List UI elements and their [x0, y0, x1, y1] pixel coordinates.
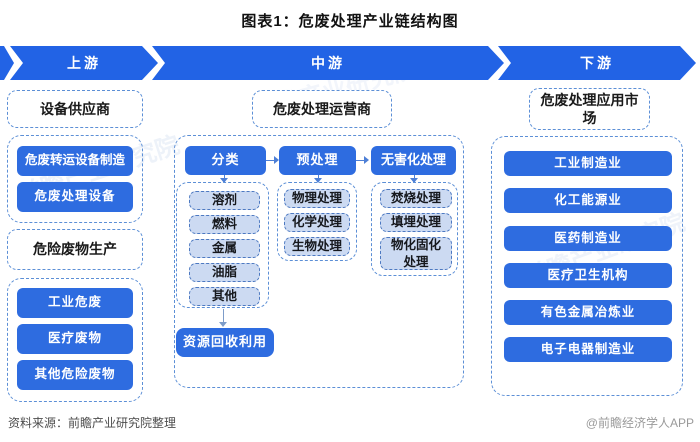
harmless-children-container	[371, 182, 458, 276]
arrow-right-icon	[356, 156, 369, 165]
market-node: 电子电器制造业	[504, 337, 672, 362]
supplier-label-box: 设备供应商	[7, 90, 143, 128]
arrow-down-icon	[410, 175, 419, 183]
harmless-chip: 填埋处理	[380, 213, 452, 232]
pretreatment-chip: 生物处理	[284, 237, 350, 256]
producer-label-box: 危险废物生产	[7, 229, 143, 270]
stage-node-classification: 分类	[185, 146, 266, 175]
classification-children-container	[176, 182, 269, 308]
banner-left-fragment	[0, 46, 14, 80]
pretreatment-chip: 化学处理	[284, 213, 350, 232]
banner-downstream: 下游	[498, 46, 696, 80]
arrow-down-icon	[219, 309, 228, 327]
market-label-box: 危废处理应用市场	[529, 88, 650, 130]
source-note: 资料来源：前瞻产业研究院整理	[8, 416, 177, 430]
arrow-down-icon	[314, 175, 323, 183]
producer-node: 医疗废物	[17, 324, 133, 354]
market-node: 医药制造业	[504, 226, 672, 251]
waste-type-chip: 燃料	[189, 215, 260, 234]
recycle-node: 资源回收利用	[176, 328, 274, 357]
banner-upstream: 上游	[10, 46, 158, 80]
pretreatment-chip: 物理处理	[284, 189, 350, 208]
equipment-node: 危废处理设备	[17, 182, 133, 212]
operator-label-box: 危废处理运营商	[252, 90, 392, 128]
market-node: 化工能源业	[504, 188, 672, 213]
harmless-chip: 物化固化处理	[380, 237, 452, 270]
arrow-right-icon	[266, 156, 279, 165]
producer-container	[7, 278, 143, 402]
downstream-container	[491, 136, 683, 396]
chart-title: 图表1：危废处理产业链结构图	[241, 13, 459, 30]
pretreatment-children-container	[277, 182, 357, 261]
waste-type-chip: 其他	[189, 287, 260, 306]
equipment-node: 危废转运设备制造	[17, 146, 133, 176]
market-node: 有色金属冶炼业	[504, 300, 672, 325]
credit-note: @前瞻经济学人APP	[585, 416, 694, 430]
waste-type-chip: 金属	[189, 239, 260, 258]
waste-type-chip: 溶剂	[189, 191, 260, 210]
harmless-chip: 焚烧处理	[380, 189, 452, 208]
stage-node-pretreatment: 预处理	[279, 146, 356, 175]
market-node: 医疗卫生机构	[504, 263, 672, 288]
equipment-container	[7, 135, 143, 223]
midstream-container	[174, 135, 464, 388]
market-node: 工业制造业	[504, 151, 672, 176]
banner-midstream: 中游	[152, 46, 504, 80]
producer-node: 其他危险废物	[17, 360, 133, 390]
stage-node-harmless: 无害化处理	[371, 146, 456, 175]
waste-type-chip: 油脂	[189, 263, 260, 282]
arrow-down-icon	[220, 175, 229, 183]
producer-node: 工业危废	[17, 288, 133, 318]
